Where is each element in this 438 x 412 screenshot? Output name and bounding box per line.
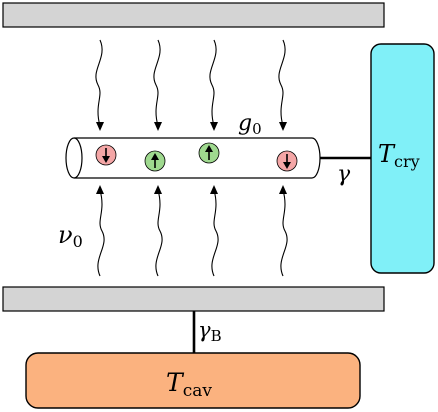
wavy-arrow-top-3 (209, 39, 217, 127)
spin-arrowhead (205, 145, 213, 152)
arrowhead-top-3 (210, 122, 218, 131)
arrowhead-bottom-1 (96, 185, 104, 194)
spin-arrowhead (151, 153, 159, 160)
spin-down-4 (276, 150, 298, 172)
gamma-cryostat-label: γ (337, 162, 351, 187)
cylinder-body (74, 137, 321, 179)
spin-arrowhead (102, 156, 110, 163)
arrowhead-top-1 (96, 122, 104, 131)
wavy-arrow-bottom-1 (97, 189, 105, 277)
cavity-temperature-label: Tcav (166, 368, 212, 401)
coupling-label-g0: g0 (238, 111, 262, 138)
cryostat-temperature-label: Tcry (378, 140, 420, 171)
arrowhead-top-2 (154, 122, 162, 131)
bottom-mirror-plate (2, 286, 385, 312)
incoming-radiation-top (95, 39, 286, 127)
spin-arrowhead (283, 162, 291, 169)
wavy-arrow-bottom-2 (155, 189, 163, 277)
wavy-arrow-top-1 (95, 39, 103, 127)
cryostat-reservoir (370, 43, 435, 274)
arrowhead-bottom-2 (154, 185, 162, 194)
spin-cylinder (65, 137, 321, 179)
arrowhead-bottom-4 (279, 185, 287, 194)
spin-up-2 (144, 150, 166, 172)
cylinder-left-end (65, 137, 83, 179)
wavy-arrow-bottom-3 (211, 189, 219, 277)
arrowhead-bottom-3 (210, 185, 218, 194)
wavy-arrow-top-2 (153, 39, 161, 127)
arrowhead-top-4 (279, 122, 287, 131)
top-mirror-plate (2, 2, 385, 28)
wavy-arrow-bottom-4 (280, 189, 288, 277)
gamma-bath-label: γB (198, 318, 222, 345)
spin-ensemble (95, 142, 298, 172)
cavity-thermal-bath (25, 352, 361, 409)
incoming-radiation-bottom (97, 189, 288, 277)
arrowheads-top (96, 122, 287, 131)
arrowheads-bottom (96, 185, 287, 194)
frequency-label-nu0: ν0 (58, 221, 83, 251)
wavy-arrow-top-4 (278, 39, 286, 127)
spin-up-3 (198, 142, 220, 164)
spin-down-1 (95, 144, 117, 166)
